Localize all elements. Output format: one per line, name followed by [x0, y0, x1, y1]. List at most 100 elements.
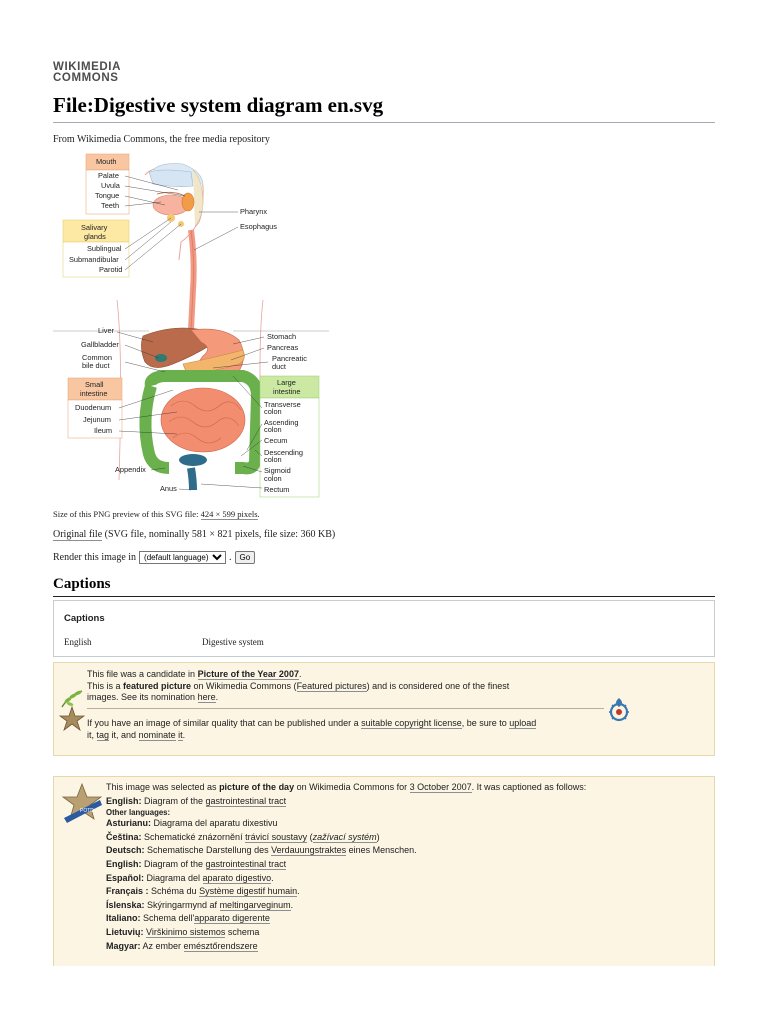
nominate-it-link[interactable]: it — [178, 729, 183, 741]
language-caption-link[interactable]: Virškinimo sistemos — [146, 926, 226, 938]
tag-link[interactable]: tag — [96, 729, 110, 741]
picture-of-the-day-box: POTD This image was selected as picture … — [53, 776, 715, 966]
label-uvula: Uvula — [101, 181, 121, 190]
language-caption-text: Diagram of the — [141, 858, 206, 869]
language-caption-suffix: ( — [307, 831, 313, 842]
label-large-intestine: intestine — [273, 387, 301, 396]
label-mouth: Mouth — [96, 157, 117, 166]
label-transverse: Transverse — [264, 400, 301, 409]
language-caption-link[interactable]: meltingarveginum — [219, 899, 291, 911]
upload-text: If you have an image of similar quality … — [87, 718, 362, 728]
upload-prompt: If you have an image of similar quality … — [87, 718, 607, 741]
label-teeth: Teeth — [101, 201, 119, 210]
language-caption-suffix: ) — [376, 831, 380, 842]
poty-2007-link[interactable]: Picture of the Year 2007 — [197, 669, 299, 680]
language-caption-text: Schematische Darstellung des — [144, 845, 272, 856]
language-name: Magyar: — [106, 940, 141, 951]
featured-text-block: This file was a candidate in Picture of … — [87, 669, 607, 704]
language-caption-link[interactable]: emésztőrendszere — [183, 940, 258, 952]
language-caption-text: Schéma du — [148, 886, 200, 897]
label-anus: Anus — [160, 484, 177, 493]
logo-line1: WIKIMEDIA — [53, 61, 122, 73]
language-caption-suffix: . — [271, 872, 274, 883]
captions-box-heading: Captions — [64, 613, 105, 624]
label-parotid: Parotid — [99, 265, 122, 274]
original-file-details: (SVG file, nominally 581 × 821 pixels, f… — [102, 529, 336, 540]
upload-text-mid: , be sure to — [461, 718, 510, 728]
site-tagline: From Wikimedia Commons, the free media r… — [53, 134, 270, 145]
label-pharynx: Pharynx — [240, 207, 267, 216]
caption-language: English — [64, 637, 92, 647]
nomination-text: images. See its nomination — [87, 692, 198, 702]
language-caption-link[interactable]: trávicí soustavy — [245, 831, 308, 843]
language-caption-row: Italiano: Schema dell'apparato digerente — [106, 912, 706, 926]
wikimedia-commons-logo[interactable]: WIKIMEDIA COMMONS — [53, 62, 121, 83]
language-caption-row: Čeština: Schematické znázornění trávicí … — [106, 831, 706, 845]
language-name: Lietuvių: — [106, 926, 144, 937]
language-caption-link[interactable]: Verdauungstraktes — [271, 845, 347, 857]
caption-value[interactable]: Digestive system — [202, 637, 264, 647]
preview-size-note: Size of this PNG preview of this SVG fil… — [53, 509, 260, 520]
language-caption-suffix: . — [297, 886, 300, 897]
label-glands: glands — [84, 232, 106, 241]
language-caption-suffix: . — [290, 899, 294, 910]
nominate-link[interactable]: nominate — [138, 729, 176, 741]
potd-english-link[interactable]: gastrointestinal tract — [205, 795, 287, 807]
language-name: Deutsch: — [106, 845, 145, 856]
poty-text: This file was a candidate in — [87, 669, 198, 679]
potd-english-text: Diagram of the — [141, 795, 206, 806]
label-salivary: Salivary — [81, 223, 108, 232]
captions-box: Captions English Digestive system — [53, 600, 715, 657]
other-languages-heading: Other languages: — [106, 808, 171, 818]
digestive-system-diagram[interactable]: Mouth Palate Uvula Tongue Teeth Salivary… — [53, 150, 329, 500]
render-language-select[interactable]: (default language) — [139, 551, 227, 564]
language-caption-link[interactable]: Système digestif humain — [199, 886, 298, 898]
go-button[interactable]: Go — [234, 551, 256, 564]
language-caption-row: Íslenska: Skýringarmynd af meltingarvegi… — [106, 899, 706, 913]
render-period: . — [229, 552, 232, 563]
render-label: Render this image in — [53, 552, 137, 563]
copyright-license-link[interactable]: suitable copyright license — [361, 718, 462, 729]
original-file-link[interactable]: Original file — [53, 529, 103, 541]
potd-star-icon: POTD — [61, 782, 103, 823]
label-common: Common — [82, 353, 112, 362]
size-note-prefix: Size of this PNG preview of this SVG fil… — [53, 509, 201, 519]
nomination-text-end: . — [215, 692, 219, 702]
label-large: Large — [277, 378, 296, 387]
label-small: Small — [85, 380, 104, 389]
caption-language-list: Asturianu: Diagrama del aparatu dixestiv… — [106, 817, 706, 953]
nomination-here-link[interactable]: here — [197, 692, 216, 703]
language-caption-text: Schema dell' — [140, 913, 195, 924]
featured-pictures-link[interactable]: Featured pictures — [296, 680, 367, 692]
label-descending-colon: colon — [264, 455, 282, 464]
size-note-suffix: . — [257, 509, 260, 519]
label-palate: Palate — [98, 171, 119, 180]
language-caption-link[interactable]: aparato digestivo — [202, 872, 272, 884]
featured-star-icon[interactable] — [59, 706, 85, 732]
language-caption-link[interactable]: gastrointestinal tract — [205, 858, 287, 870]
language-caption-link[interactable]: apparato digerente — [194, 913, 270, 925]
commons-logo-icon — [609, 698, 629, 722]
language-caption-row: Français : Schéma du Système digestif hu… — [106, 885, 706, 899]
upload-link[interactable]: upload — [509, 718, 537, 729]
language-caption-row: Español: Diagrama del aparato digestivo. — [106, 872, 706, 886]
potd-ribbon-text: POTD — [80, 808, 94, 814]
language-caption-italic-link[interactable]: zažívací systém — [312, 831, 377, 843]
preview-size-link[interactable]: 424 × 599 pixels — [200, 509, 258, 520]
label-descending: Descending — [264, 448, 303, 457]
potd-intro-mid: on Wikimedia Commons for — [294, 782, 410, 792]
label-duodenum: Duodenum — [75, 403, 111, 412]
label-sublingual: Sublingual — [87, 244, 122, 253]
language-caption-text: Diagrama del — [144, 872, 203, 883]
label-rectum: Rectum — [264, 485, 289, 494]
language-name: Asturianu: — [106, 818, 151, 829]
featured-picture-bold: featured picture — [123, 680, 192, 691]
label-ascending-colon: colon — [264, 425, 282, 434]
render-language-row: Render this image in (default language).… — [53, 551, 256, 564]
language-caption-row: Lietuvių: Virškinimo sistemos schema — [106, 926, 706, 940]
label-pancreas: Pancreas — [267, 343, 299, 352]
label-sigmoid: Sigmoid — [264, 466, 291, 475]
potd-date-link[interactable]: 3 October 2007 — [409, 782, 472, 793]
language-name: Íslenska: — [106, 899, 145, 910]
diagram-svg: Mouth Palate Uvula Tongue Teeth Salivary… — [53, 153, 329, 498]
